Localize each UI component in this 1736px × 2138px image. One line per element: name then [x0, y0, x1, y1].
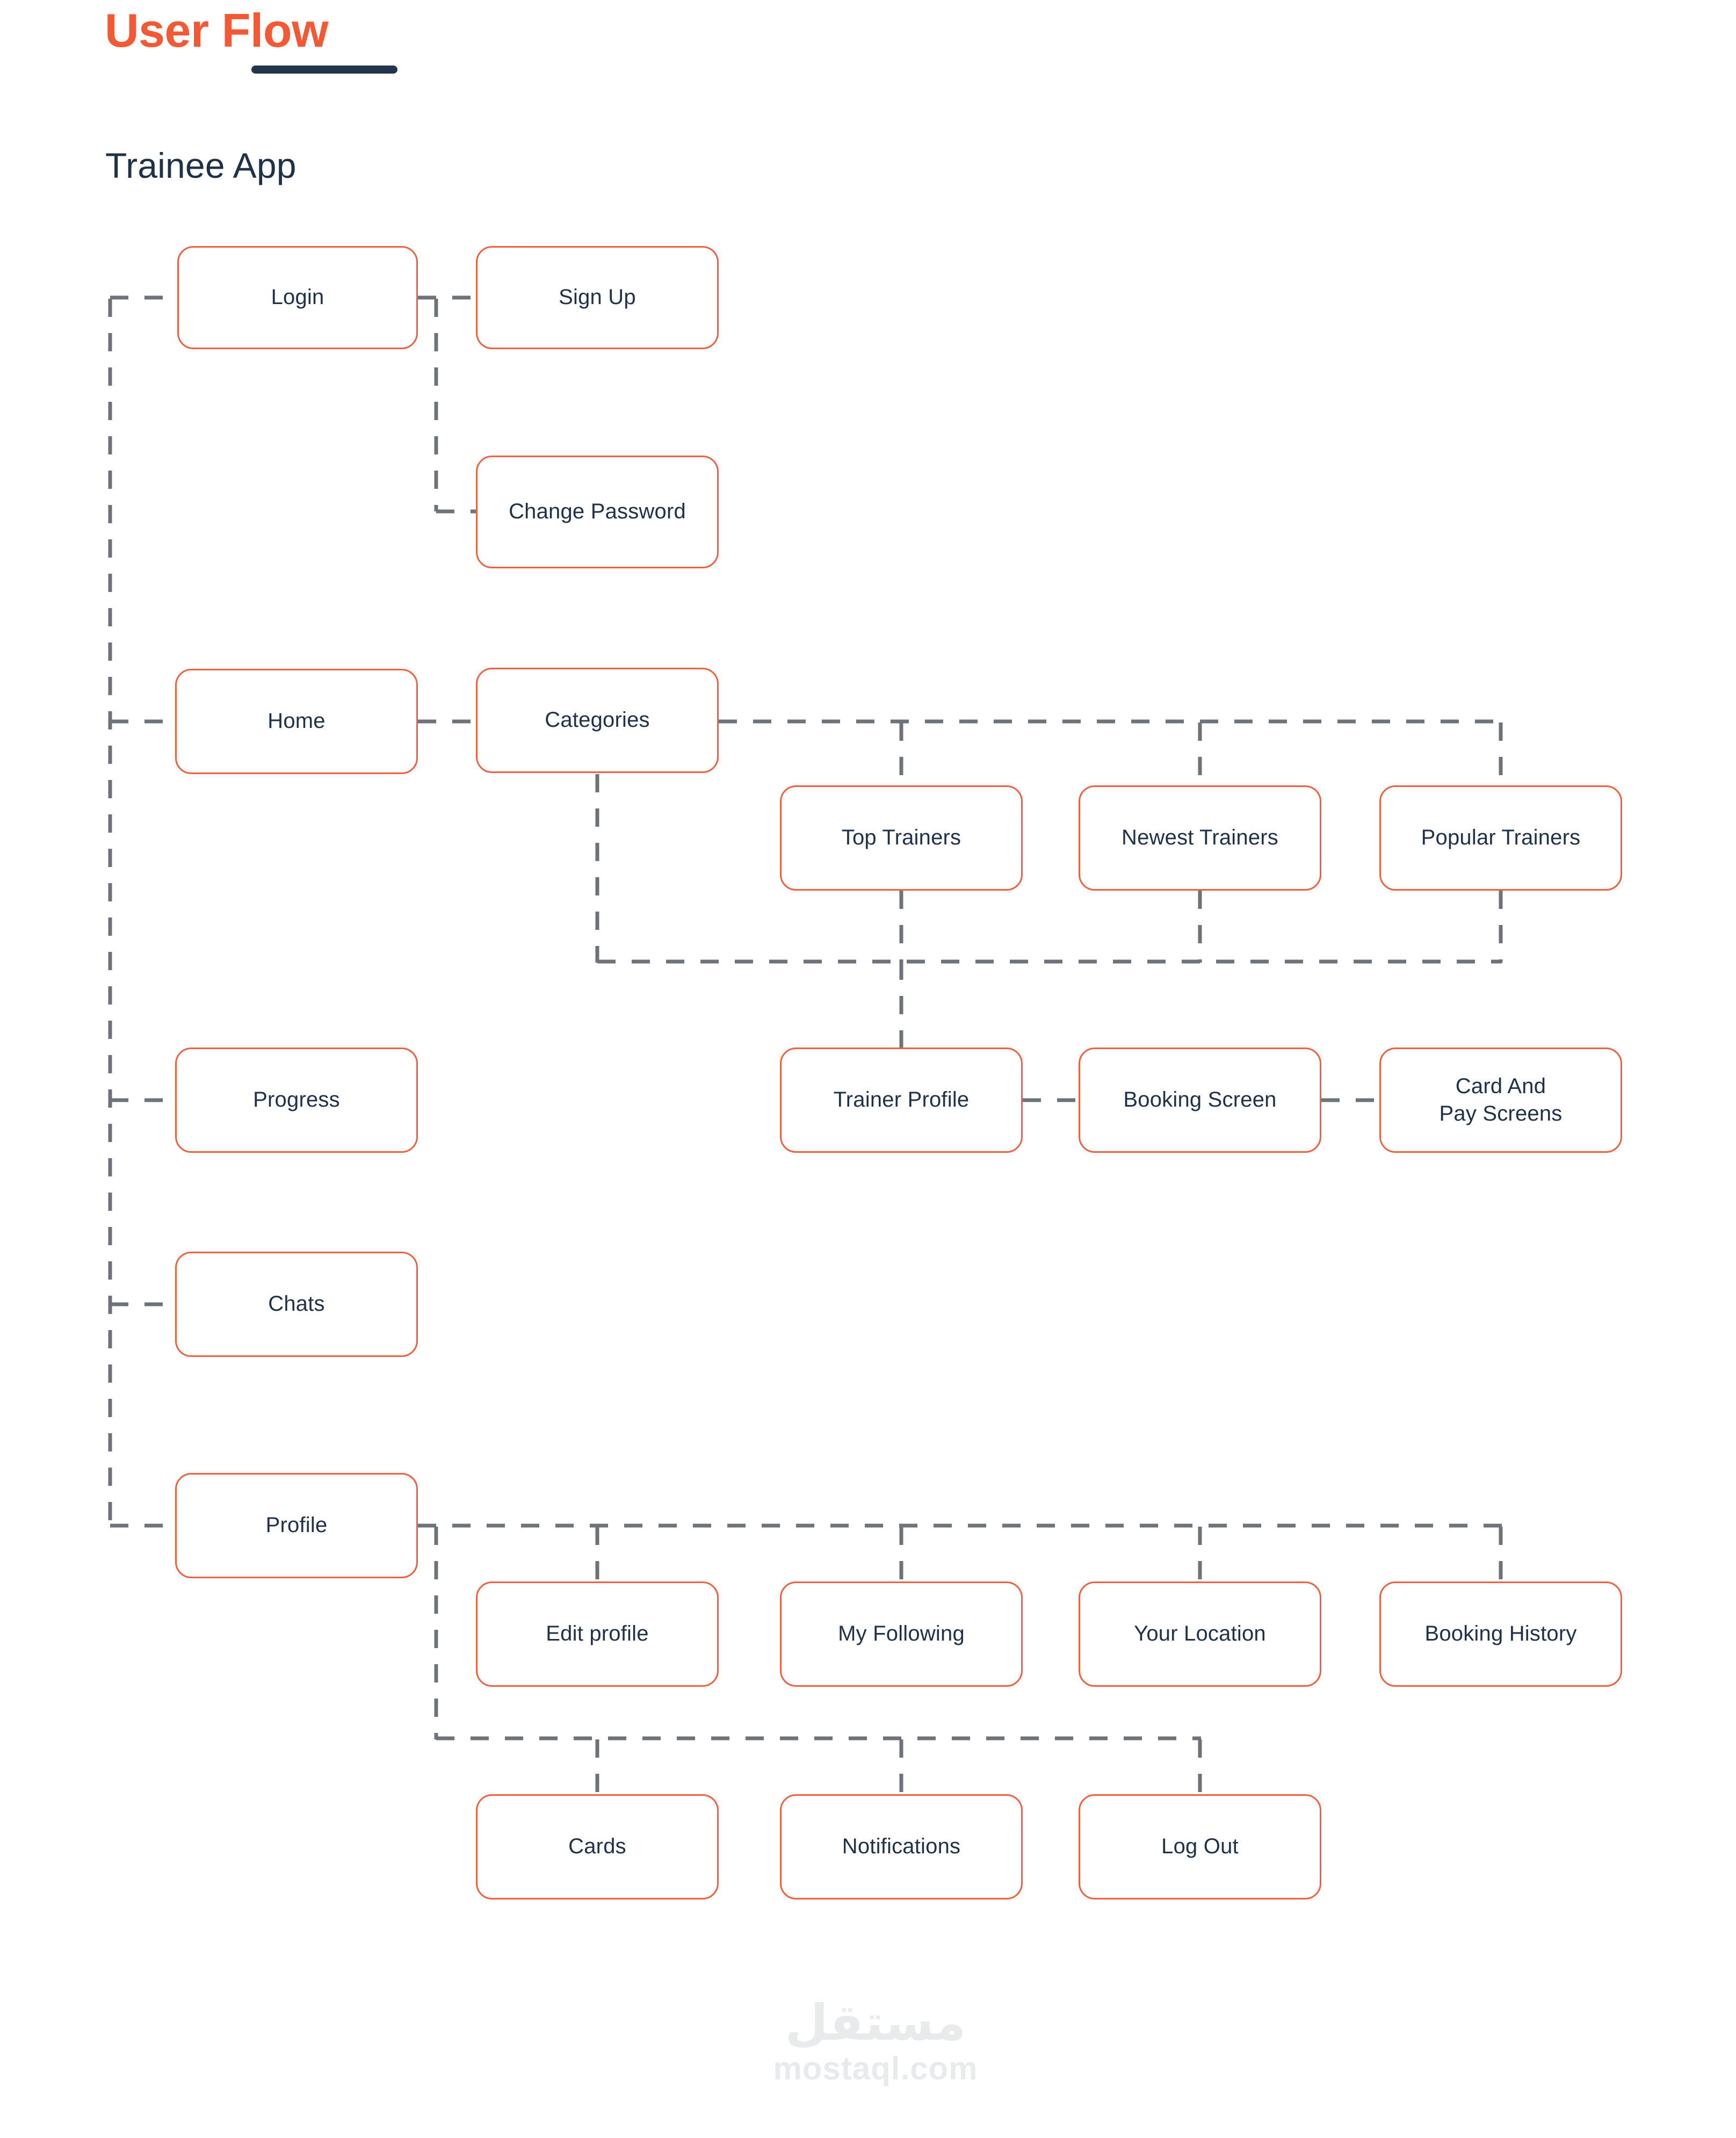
node-sign-up[interactable]: Sign Up [476, 246, 719, 349]
node-my-following[interactable]: My Following [780, 1581, 1023, 1687]
node-chats[interactable]: Chats [175, 1252, 418, 1357]
node-log-out[interactable]: Log Out [1079, 1794, 1321, 1899]
page-title: User Flow [105, 4, 329, 57]
node-booking-screen[interactable]: Booking Screen [1079, 1048, 1321, 1153]
node-progress[interactable]: Progress [175, 1048, 418, 1153]
node-top-trainers[interactable]: Top Trainers [780, 785, 1023, 891]
mostaql-domain-label: mostaql.com [773, 2050, 978, 2086]
node-booking-history[interactable]: Booking History [1379, 1581, 1622, 1687]
node-trainer-profile[interactable]: Trainer Profile [780, 1048, 1023, 1153]
node-login[interactable]: Login [177, 246, 418, 349]
mostaql-logo-icon: مستقل [785, 1994, 966, 2052]
node-card-and-pay-screens[interactable]: Card And Pay Screens [1379, 1048, 1622, 1153]
node-popular-trainers[interactable]: Popular Trainers [1379, 785, 1622, 891]
node-profile[interactable]: Profile [175, 1473, 418, 1578]
node-home[interactable]: Home [175, 669, 418, 774]
page-subtitle: Trainee App [105, 146, 296, 185]
node-edit-profile[interactable]: Edit profile [476, 1581, 719, 1687]
node-cards[interactable]: Cards [476, 1794, 719, 1899]
node-change-password[interactable]: Change Password [476, 456, 719, 568]
node-your-location[interactable]: Your Location [1079, 1581, 1321, 1687]
title-underline [251, 66, 397, 74]
mostaql-watermark: مستقل mostaql.com [725, 1998, 1026, 2086]
node-categories[interactable]: Categories [476, 668, 719, 773]
node-newest-trainers[interactable]: Newest Trainers [1079, 785, 1321, 891]
node-notifications[interactable]: Notifications [780, 1794, 1023, 1899]
